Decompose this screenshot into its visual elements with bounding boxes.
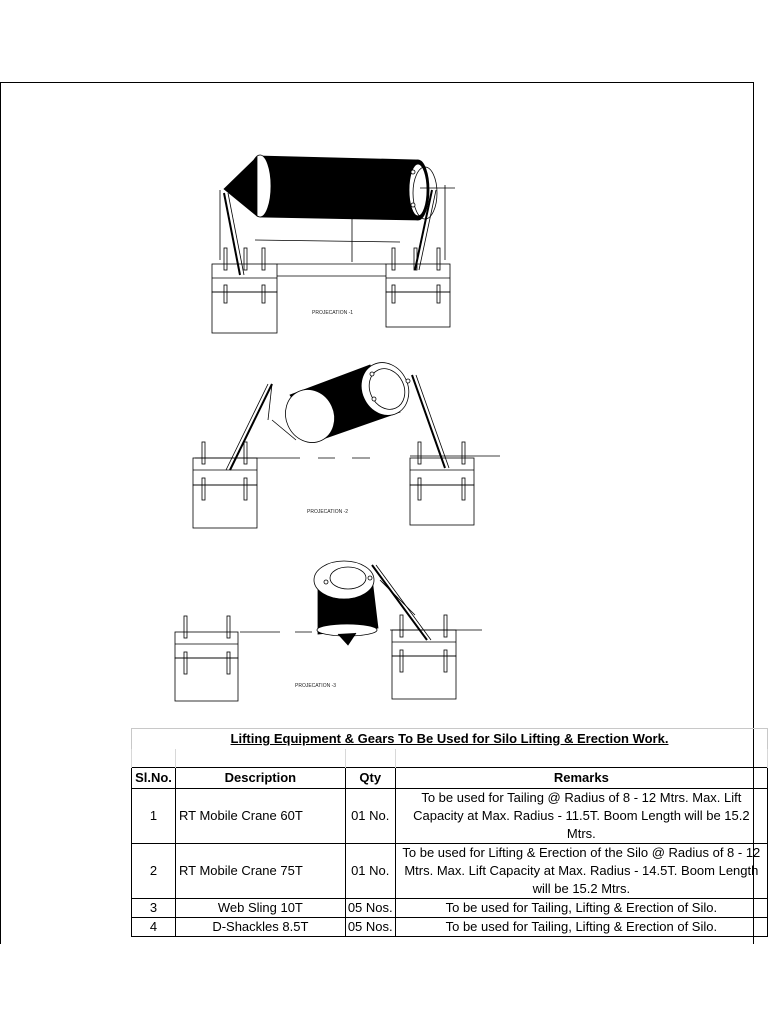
projection-3-figure (174, 560, 482, 702)
drawing-sheet (0, 82, 754, 944)
table-header-row: Sl.No. Description Qty Remarks (131, 767, 768, 789)
table-row: 4 D-Shackles 8.5T 05 Nos. To be used for… (131, 917, 768, 937)
projection-1-label: PROJECATION -1 (312, 310, 353, 316)
cell-sl-no: 2 (131, 843, 176, 899)
cell-sl-no: 3 (131, 898, 176, 918)
header-remarks: Remarks (394, 767, 768, 789)
cell-qty: 05 Nos. (344, 917, 396, 937)
header-description: Description (174, 767, 346, 789)
lifting-equipment-table: Lifting Equipment & Gears To Be Used for… (131, 728, 768, 937)
projection-3-label: PROJECATION -3 (295, 683, 336, 689)
projection-2-figure (192, 362, 500, 529)
cell-remarks: To be used for Tailing, Lifting & Erecti… (394, 917, 768, 937)
cell-description: RT Mobile Crane 75T (174, 843, 346, 899)
projection-2-label: PROJECATION -2 (307, 509, 348, 515)
cell-sl-no: 4 (131, 917, 176, 937)
projection-1-figure (211, 154, 455, 334)
cell-qty: 01 No. (344, 843, 396, 899)
cell-description: Web Sling 10T (174, 898, 346, 918)
cell-sl-no: 1 (131, 788, 176, 844)
table-row: 3 Web Sling 10T 05 Nos. To be used for T… (131, 898, 768, 918)
cell-remarks: To be used for Lifting & Erection of the… (394, 843, 768, 899)
cell-qty: 01 No. (344, 788, 396, 844)
cell-description: RT Mobile Crane 60T (174, 788, 346, 844)
cell-remarks: To be used for Tailing, Lifting & Erecti… (394, 898, 768, 918)
silo-erection-drawing: PROJECATION -1 PROJECATION -2 PROJECATIO… (174, 154, 500, 702)
cell-remarks: To be used for Tailing @ Radius of 8 - 1… (394, 788, 768, 844)
table-title: Lifting Equipment & Gears To Be Used for… (131, 728, 768, 749)
cell-qty: 05 Nos. (344, 898, 396, 918)
table-row: 1 RT Mobile Crane 60T 01 No. To be used … (131, 788, 768, 844)
header-sl-no: Sl.No. (131, 767, 176, 789)
header-qty: Qty (344, 767, 396, 789)
table-row: 2 RT Mobile Crane 75T 01 No. To be used … (131, 843, 768, 899)
cell-description: D-Shackles 8.5T (174, 917, 346, 937)
